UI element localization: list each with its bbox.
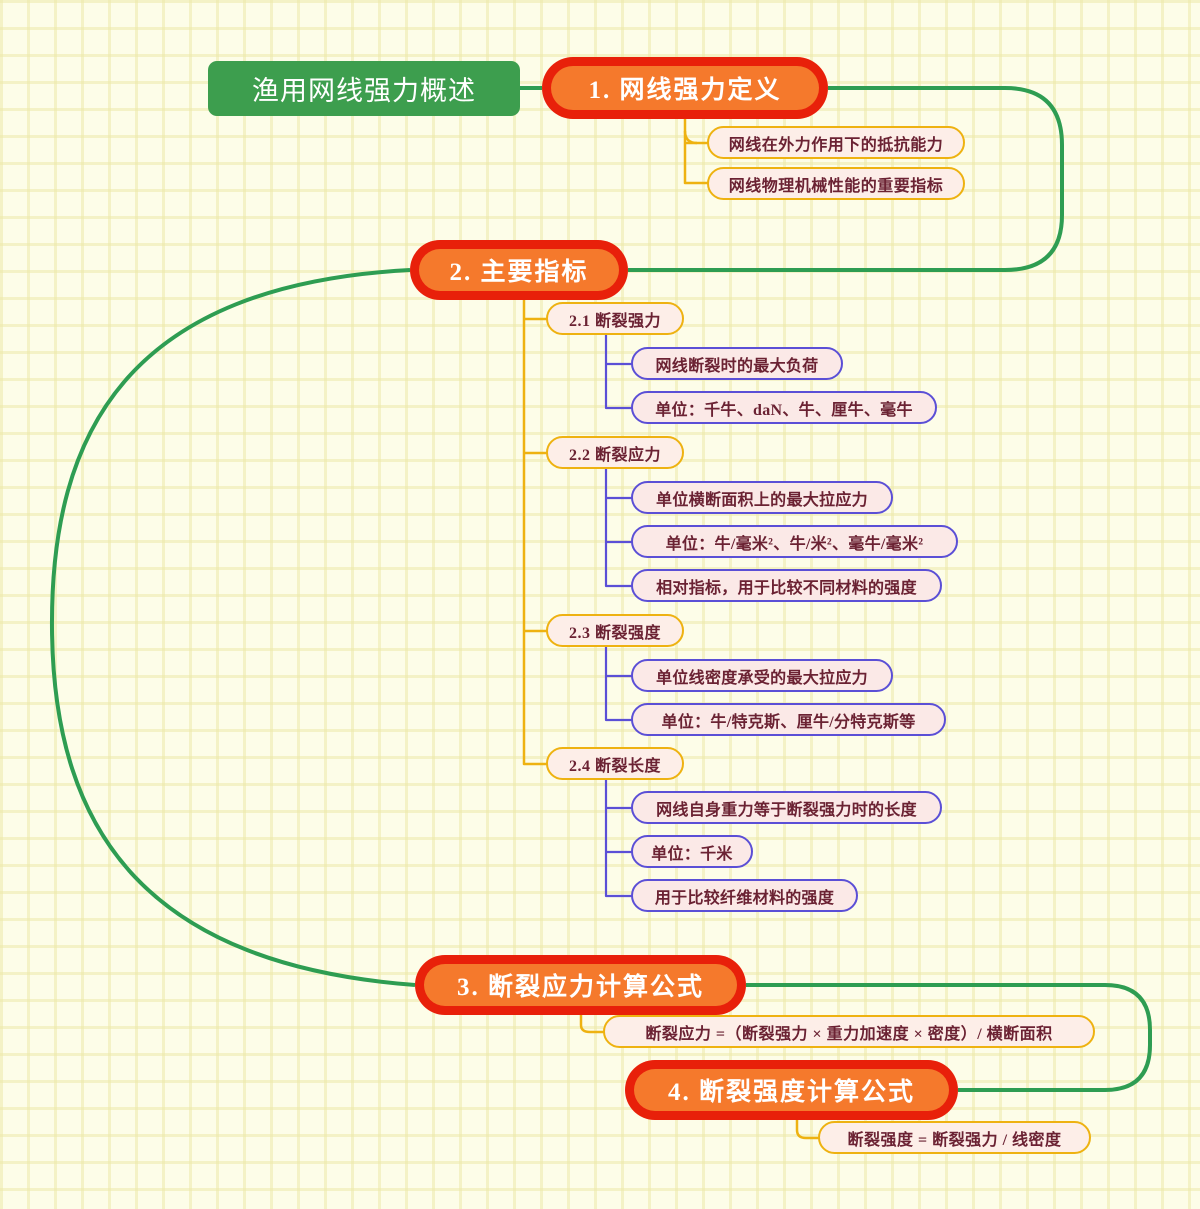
branch4-formula[interactable]: 断裂强度 = 断裂强力 / 线密度	[818, 1121, 1091, 1154]
subgroup-2-1[interactable]: 2.1 断裂强力	[546, 302, 684, 335]
branch-node-1[interactable]: 1. 网线强力定义	[542, 57, 828, 119]
link-branch3-child	[579, 1013, 605, 1034]
link-21-leaves	[604, 333, 633, 410]
link-branch2-to-branch3	[49, 268, 416, 987]
subgroup-2-4[interactable]: 2.4 断裂长度	[546, 747, 684, 780]
leaf-2-3-2[interactable]: 单位：牛/特克斯、厘牛/分特克斯等	[631, 703, 946, 736]
link-branch4-child	[795, 1118, 820, 1140]
link-branch1-child1-curve	[683, 130, 698, 145]
branch-node-1-label: 1. 网线强力定义	[551, 66, 819, 110]
branch1-child-1[interactable]: 网线在外力作用下的抵抗能力	[707, 126, 965, 159]
branch-node-2-label: 2. 主要指标	[419, 249, 619, 291]
branch-node-4[interactable]: 4. 断裂强度计算公式	[625, 1060, 958, 1120]
leaf-2-4-1[interactable]: 网线自身重力等于断裂强力时的长度	[631, 791, 942, 824]
branch-node-3-label: 3. 断裂应力计算公式	[424, 964, 737, 1006]
branch-node-3[interactable]: 3. 断裂应力计算公式	[415, 955, 746, 1015]
link-22-leaves	[604, 467, 633, 588]
leaf-2-2-2[interactable]: 单位：牛/毫米²、牛/米²、毫牛/毫米²	[631, 525, 958, 558]
leaf-2-1-2[interactable]: 单位：千牛、daN、牛、厘牛、毫牛	[631, 391, 937, 424]
branch-node-2[interactable]: 2. 主要指标	[410, 240, 628, 300]
subgroup-2-2[interactable]: 2.2 断裂应力	[546, 436, 684, 469]
leaf-2-1-1[interactable]: 网线断裂时的最大负荷	[631, 347, 843, 380]
branch3-formula[interactable]: 断裂应力 =（断裂强力 × 重力加速度 × 密度）/ 横断面积	[603, 1015, 1095, 1048]
root-node[interactable]: 渔用网线强力概述	[208, 61, 520, 116]
leaf-2-3-1[interactable]: 单位线密度承受的最大拉应力	[631, 659, 893, 692]
leaf-2-2-3[interactable]: 相对指标，用于比较不同材料的强度	[631, 569, 942, 602]
link-24-leaves	[604, 778, 633, 898]
branch1-child-2[interactable]: 网线物理机械性能的重要指标	[707, 167, 965, 200]
link-23-leaves	[604, 645, 633, 722]
link-branch2-spine	[522, 298, 548, 766]
leaf-2-2-1[interactable]: 单位横断面积上的最大拉应力	[631, 481, 893, 514]
link-branch1-children	[683, 117, 709, 185]
leaf-2-4-3[interactable]: 用于比较纤维材料的强度	[631, 879, 858, 912]
branch-node-4-label: 4. 断裂强度计算公式	[634, 1069, 949, 1111]
leaf-2-4-2[interactable]: 单位：千米	[631, 835, 753, 868]
subgroup-2-3[interactable]: 2.3 断裂强度	[546, 614, 684, 647]
